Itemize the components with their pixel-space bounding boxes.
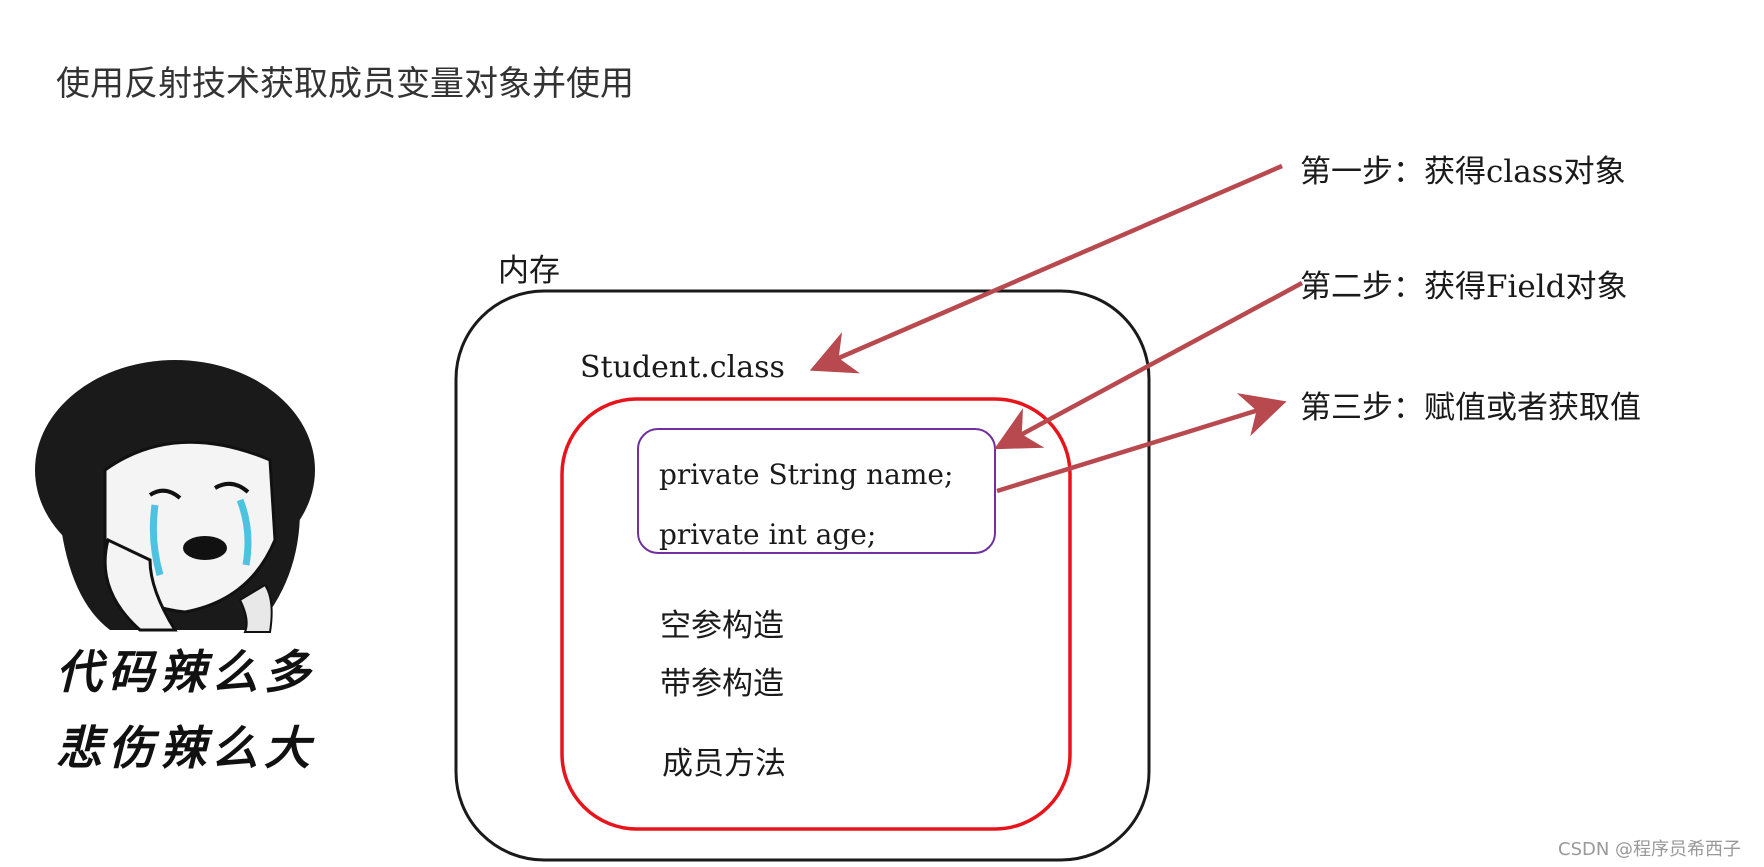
member-methods-label: 成员方法: [662, 746, 786, 782]
arrow-step3: [996, 393, 1287, 494]
step2-label: 第二步：获得Field对象: [1300, 269, 1628, 305]
no-arg-constructor-label: 空参构造: [660, 608, 784, 644]
field-box: [637, 428, 996, 554]
arg-constructor-label: 带参构造: [660, 666, 784, 702]
page-title: 使用反射技术获取成员变量对象并使用: [56, 64, 634, 104]
meme-caption-line2: 悲伤辣么大: [56, 721, 316, 775]
step3-label: 第三步：赋值或者获取值: [1300, 390, 1641, 426]
field-age: private int age;: [659, 518, 877, 551]
step1-label: 第一步：获得class对象: [1300, 154, 1626, 190]
watermark: CSDN @程序员希西子: [1558, 839, 1742, 860]
arrow-step1: [809, 163, 1283, 374]
field-name: private String name;: [659, 458, 954, 491]
class-box: [560, 397, 1072, 831]
arrow-step2: [994, 281, 1304, 450]
memory-label: 内存: [498, 253, 560, 289]
class-label: Student.class: [580, 350, 785, 385]
memory-box: [454, 289, 1151, 862]
meme-caption-line1: 代码辣么多: [56, 645, 316, 699]
crying-face-illustration: [35, 360, 315, 633]
